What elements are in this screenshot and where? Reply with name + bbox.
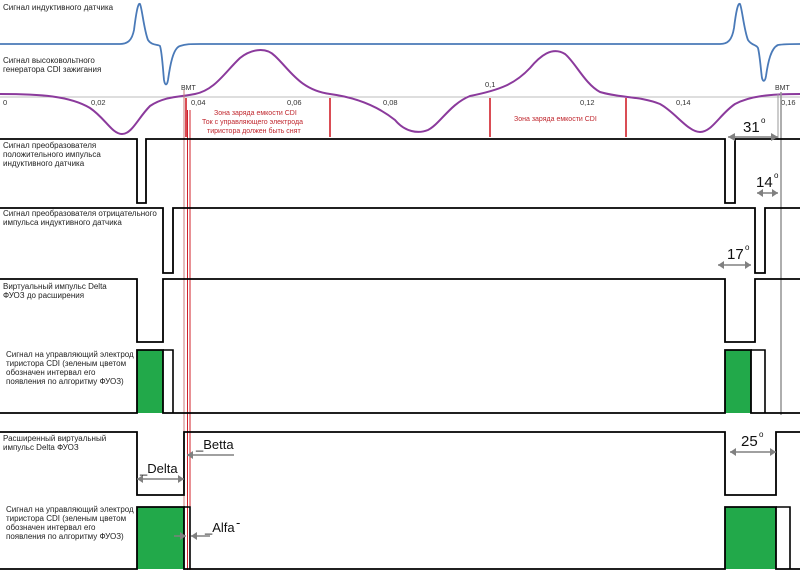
bmt-left-label: BMT: [181, 85, 197, 92]
angle-31-annotation: 31 o: [728, 116, 778, 141]
arrow-left-head: [728, 133, 735, 141]
neg-label-2: импульса индуктивного датчика: [3, 218, 122, 227]
green-interval-2-right: [725, 507, 776, 569]
thyristor-signal-2-trace: [0, 506, 800, 570]
pos-label-2: положительного импульса: [3, 150, 101, 159]
arrow-right-head: [745, 261, 751, 269]
degree-sign-25: o: [759, 430, 764, 439]
arrow-left-head: [730, 448, 736, 456]
green-interval-1-right: [725, 350, 751, 413]
thy2-label-2: тиристора CDI (зеленым цветом: [6, 514, 126, 523]
hv-label-1: Сигнал высоковольтного: [3, 56, 95, 65]
delta-annotation: _Delta: [137, 461, 184, 483]
tick-0-16: 0,16: [781, 98, 796, 107]
zone1-text-2: Ток с управляющего электрода: [202, 119, 303, 126]
degree-sign-31: o: [761, 116, 766, 125]
virt-label-1: Виртуальный импульс Delta: [3, 282, 107, 291]
thy1-label-2: тиристора CDI (зеленым цветом: [6, 359, 126, 368]
arrow-left-head: [757, 189, 763, 197]
thyristor-signal-1-alt: [163, 349, 174, 413]
hv-label-2: генератора CDI зажигания: [3, 65, 101, 74]
virtual-delta-trace: [0, 278, 800, 343]
extended-delta-trace: [0, 431, 800, 496]
arrow-head: [180, 532, 186, 540]
thy1-label-1: Сигнал на управляющий электрод: [6, 350, 134, 359]
green-interval-1-left: [137, 350, 163, 413]
inductive-sensor-waveform: [0, 2, 800, 86]
betta-label: _Betta: [195, 437, 234, 452]
thy2-label-1: Сигнал на управляющий электрод: [6, 505, 134, 514]
tick-0: 0: [3, 98, 7, 107]
tick-0-08: 0,08: [383, 98, 398, 107]
zone1-text-3: тиристора должен быть снят: [207, 127, 301, 135]
angle-25-value: 25: [741, 433, 758, 450]
thyristor-signal-1-alt-right: [751, 349, 766, 413]
negative-impulse-trace: [0, 207, 800, 274]
charge-zone-markers: [185, 98, 627, 137]
bmt-right-label: BMT: [775, 85, 791, 92]
thy1-label-3: обозначен интервал его: [6, 368, 96, 377]
angle-31-value: 31: [743, 119, 760, 136]
pos-label-1: Сигнал преобразователя: [3, 141, 96, 150]
arrow-right-head: [771, 133, 778, 141]
thyristor-signal-2-alt: [184, 506, 191, 569]
angle-17-value: 17: [727, 246, 744, 263]
ext-label-1: Расширенный виртуальный: [3, 434, 106, 443]
virt-label-2: ФУОЗ до расширения: [3, 291, 84, 300]
alfa-annotation: _Alfa -: [174, 515, 240, 540]
pos-label-3: индуктивного датчика: [3, 159, 85, 168]
arrow-left-head: [718, 261, 724, 269]
thyristor-signal-1-trace: [0, 349, 800, 414]
alfa-dash: -: [236, 515, 240, 530]
tick-0-1: 0,1: [485, 80, 495, 89]
green-interval-2-left: [137, 507, 184, 569]
thy2-label-3: обозначен интервал его: [6, 523, 96, 532]
degree-sign-14: o: [774, 171, 779, 180]
positive-impulse-trace: [0, 138, 800, 204]
tick-0-14: 0,14: [676, 98, 691, 107]
degree-sign-17: o: [745, 243, 750, 252]
hv-generator-waveform: [0, 49, 800, 136]
thy1-label-4: появления по алгоритму ФУОЗ): [6, 377, 124, 386]
delta-label: _Delta: [139, 461, 178, 476]
arrow-right-head: [770, 448, 776, 456]
zone1-text-1: Зона заряда емкости CDI: [214, 110, 297, 117]
arrow-head: [187, 451, 193, 459]
arrow-right-head: [178, 475, 184, 483]
tick-0-04: 0,04: [191, 98, 206, 107]
tick-0-02: 0,02: [91, 98, 106, 107]
axis-ticks: 0 0,02 0,04 0,06 0,08 0,1 0,12 0,14 0,16: [3, 80, 796, 107]
arrow-head: [191, 532, 197, 540]
tick-0-12: 0,12: [580, 98, 595, 107]
zone2-text-1: Зона заряда емкости CDI: [514, 116, 597, 123]
angle-17-annotation: 17 o: [718, 243, 751, 269]
alfa-label: _Alfa: [204, 520, 235, 535]
angle-25-annotation: 25 o: [730, 430, 776, 456]
betta-annotation: _Betta: [187, 437, 234, 459]
arrow-left-head: [137, 475, 143, 483]
tick-0-06: 0,06: [287, 98, 302, 107]
ext-label-2: импульс Delta ФУОЗ: [3, 443, 79, 452]
angle-14-annotation: 14 o: [756, 171, 779, 197]
arrow-right-head: [772, 189, 778, 197]
thy2-label-4: появления по алгоритму ФУОЗ): [6, 532, 124, 541]
thyristor-signal-2-alt-right: [776, 506, 791, 569]
inductive-signal-label: Сигнал индуктивного датчика: [3, 3, 114, 12]
neg-label-1: Сигнал преобразователя отрицательного: [3, 209, 157, 218]
angle-14-value: 14: [756, 174, 773, 191]
